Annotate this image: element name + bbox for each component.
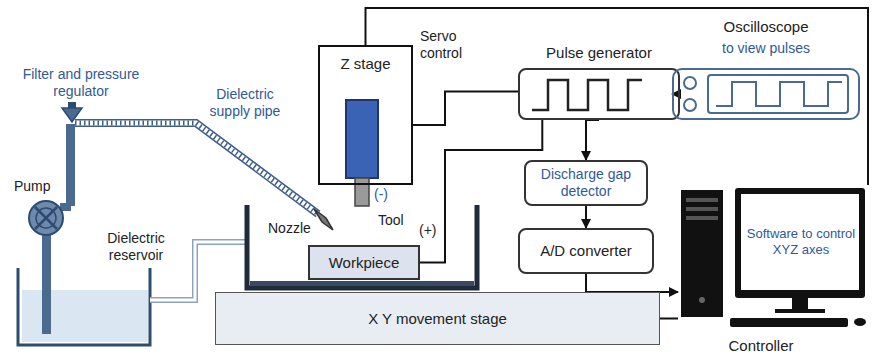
oscilloscope-display-part (716, 82, 842, 106)
nozzle (314, 209, 333, 230)
tool-electrode (346, 100, 378, 206)
oscilloscope-display (684, 75, 848, 113)
box-label: A/D converter (540, 242, 632, 260)
part-label: Dielectric reservoir (84, 230, 188, 264)
suction-pipe-part (42, 234, 51, 334)
part-label: Tool (378, 212, 418, 229)
box-label: Workpiece (329, 254, 400, 272)
work-tank-part (250, 281, 474, 286)
work-tank-part (247, 205, 477, 288)
connector (586, 120, 599, 160)
square-wave-pulse-part (532, 80, 642, 110)
part-label: Controller (706, 337, 816, 355)
part-label: Nozzle (268, 220, 320, 237)
monitor-part (792, 298, 808, 310)
computer-tower (681, 190, 723, 317)
pump-symbol-part (35, 207, 57, 229)
monitor (730, 188, 866, 327)
computer-tower-part (686, 216, 718, 220)
pump-symbol (29, 201, 63, 235)
filter-regulator-part (68, 102, 76, 108)
stage-platform: X Y movement stage (215, 292, 660, 345)
dielectric-reservoir-part (22, 290, 148, 342)
connector (585, 206, 587, 228)
supply-pipe-part (75, 123, 318, 214)
box-label: X Y movement stage (368, 310, 507, 328)
detector-box: Discharge gap detector (524, 160, 648, 206)
oscilloscope-box: Oscilloscopeto view pulses (672, 68, 860, 120)
polarity-label: (+) (419, 222, 443, 239)
work-tank (247, 205, 477, 288)
oscilloscope-display-part (684, 99, 696, 111)
monitor-part (775, 309, 825, 313)
computer-tower-part (686, 198, 718, 202)
connector (366, 8, 869, 185)
controller-computer: Software to control XYZ axes (678, 185, 870, 325)
monitor-part (854, 318, 866, 326)
suction-pipe-part (66, 124, 75, 206)
computer-tower-part (699, 297, 705, 303)
dielectric-reservoir (18, 268, 150, 345)
polarity-label: (-) (374, 186, 404, 203)
connector (660, 318, 678, 320)
square-wave-pulse (532, 80, 642, 110)
computer-tower-part (681, 190, 723, 317)
nozzle-part (314, 209, 333, 230)
box-label: Z stage (320, 47, 411, 73)
tool-electrode-part (355, 178, 369, 206)
box-label: Discharge gap detector (532, 166, 640, 200)
part-label: Filter and pressure regulator (6, 66, 156, 100)
connector (413, 91, 518, 125)
box-heading: Oscilloscope (674, 18, 858, 36)
tool-electrode-part (346, 100, 378, 178)
oscilloscope-display-part (708, 75, 848, 113)
pump-symbol-part (29, 201, 63, 235)
computer-tower-part (686, 207, 718, 211)
pump-symbol-part (36, 208, 56, 228)
supply-pipe-part (75, 123, 318, 214)
stage-box: Z stage (318, 45, 413, 185)
box-subheading: to view pulses (674, 40, 858, 57)
part-label: Dielectric supply pipe (200, 86, 290, 120)
screen-text: Software to control XYZ axes (744, 197, 858, 287)
pulse-generator-box: Pulse generator (518, 68, 680, 120)
part-label: Servo control (420, 28, 482, 62)
converter-box: A/D converter (518, 228, 654, 274)
box-heading: Pulse generator (500, 44, 698, 62)
dielectric-reservoir-part (18, 268, 150, 345)
workpiece-block: Workpiece (308, 245, 420, 280)
supply-pipe (75, 123, 318, 214)
monitor-part (730, 318, 848, 327)
monitor-part (735, 188, 865, 298)
monitor-part (741, 194, 859, 290)
part-label: Pump (14, 178, 64, 195)
connector (586, 274, 678, 292)
supply-pipe-part (75, 123, 318, 214)
oscilloscope-display-part (684, 77, 696, 89)
